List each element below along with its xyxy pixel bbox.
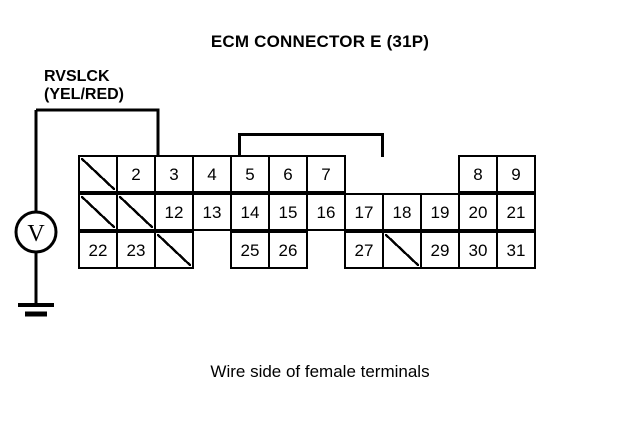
terminal-23: 23: [116, 231, 156, 269]
terminal-21: 21: [496, 193, 536, 231]
terminal-7: 7: [306, 155, 346, 193]
terminal-4: 4: [192, 155, 232, 193]
terminal-gap: [344, 155, 384, 193]
terminal-26: 26: [268, 231, 308, 269]
terminal-gap: [192, 231, 232, 269]
terminal-blank: [116, 193, 156, 231]
probe-signal-label: RVSLCK (YEL/RED): [44, 68, 124, 104]
terminal-16: 16: [306, 193, 346, 231]
terminal-13: 13: [192, 193, 232, 231]
terminal-29: 29: [420, 231, 460, 269]
terminal-5: 5: [230, 155, 270, 193]
terminal-22: 22: [78, 231, 118, 269]
probe-lead-wire: [36, 108, 160, 157]
terminal-gap: [420, 155, 460, 193]
terminal-19: 19: [420, 193, 460, 231]
terminal-14: 14: [230, 193, 270, 231]
terminal-6: 6: [268, 155, 308, 193]
terminal-15: 15: [268, 193, 308, 231]
terminal-8: 8: [458, 155, 498, 193]
wire-color: (YEL/RED): [44, 85, 124, 103]
voltmeter-symbol: V: [27, 221, 45, 247]
terminal-27: 27: [344, 231, 384, 269]
terminal-blank: [382, 231, 422, 269]
terminal-31: 31: [496, 231, 536, 269]
ground-icon: [18, 303, 54, 317]
terminal-17: 17: [344, 193, 384, 231]
terminal-2: 2: [116, 155, 156, 193]
signal-name: RVSLCK: [44, 68, 110, 85]
diagram-caption: Wire side of female terminals: [210, 362, 430, 381]
terminal-blank: [78, 155, 118, 193]
terminal-12: 12: [154, 193, 194, 231]
terminal-gap: [306, 231, 346, 269]
terminal-gap: [382, 155, 422, 193]
terminal-25: 25: [230, 231, 270, 269]
terminal-blank: [78, 193, 118, 231]
connector-lock-tab: [238, 133, 384, 157]
terminal-20: 20: [458, 193, 498, 231]
terminal-blank: [154, 231, 194, 269]
terminal-3: 3: [154, 155, 194, 193]
terminal-9: 9: [496, 155, 536, 193]
terminal-30: 30: [458, 231, 498, 269]
diagram-title: ECM CONNECTOR E (31P): [210, 32, 430, 51]
terminal-18: 18: [382, 193, 422, 231]
